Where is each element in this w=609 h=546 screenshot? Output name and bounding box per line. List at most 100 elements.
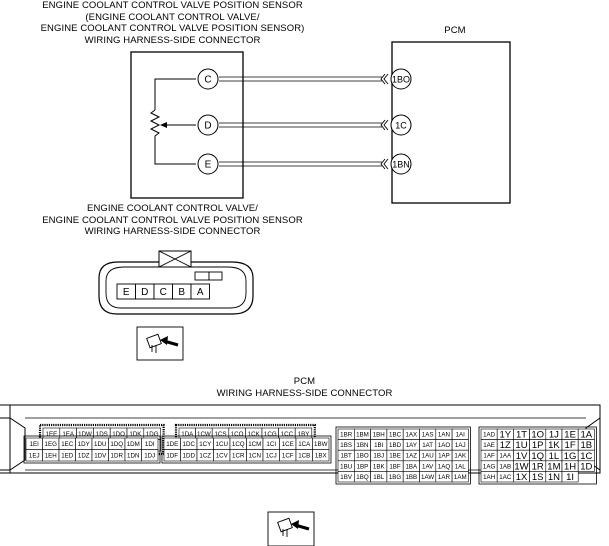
pcm-pin-label: 1AR <box>438 474 451 481</box>
pcm-pin-label: 1DV <box>94 452 107 459</box>
pcm-pin-label: 1EC <box>61 441 74 448</box>
sensor-title-line-1: ENGINE COOLANT CONTROL VALVE POSITION SE… <box>42 0 303 11</box>
pcm-pin-label: 1BF <box>389 463 401 470</box>
pcm-pin-label: 1AX <box>405 432 417 439</box>
pcm-pin-label: 1G <box>564 451 577 462</box>
sensor-connector-title: ENGINE COOLANT CONTROL VALVE POSITION SE… <box>0 0 345 46</box>
pcm-pin-label: 1AD <box>483 432 496 439</box>
pcm-pin-label: 1AU <box>422 453 434 460</box>
pcm-pin-label: 1BP <box>357 463 369 470</box>
pcm-pin-label: 1P <box>532 440 544 451</box>
pcm-pin-label: 1DO <box>112 431 125 438</box>
pcm-pin-label: 1EH <box>45 452 57 459</box>
pcm-pin-label: 1BU <box>340 463 352 470</box>
pcm-pin-label: 1R <box>532 461 544 472</box>
pcm-pin-label: 1DI <box>145 441 155 448</box>
pcm-pin-label: 1BI <box>374 442 384 449</box>
pcm-pin-label: 1DR <box>111 452 124 459</box>
pcm-pin-label: 1F <box>565 440 576 451</box>
pcm-pin-label: 1BO <box>356 453 369 460</box>
pcm-pin-label: 1CI <box>266 441 276 448</box>
pcm-pin-label: 1DE <box>166 441 178 448</box>
pcm-pin-label: 1BR <box>340 432 353 439</box>
pcm-pin-label: 1EJ <box>29 452 40 459</box>
sensor-box <box>130 51 244 199</box>
probe-direction-icon-2 <box>267 511 315 546</box>
valve-title-line-1: ENGINE COOLANT CONTROL VALVE/ <box>87 203 258 214</box>
pcm-pin-label: 1DC <box>183 441 196 448</box>
pcm-connector-title-line-2: WIRING HARNESS-SIDE CONNECTOR <box>216 387 393 399</box>
pcm-pin-label: 1O <box>531 430 544 441</box>
pcm-pin-label: 1CR <box>232 452 245 459</box>
pcm-pin-label: 1BC <box>389 432 402 439</box>
pcm-pin-label: 1CW <box>197 431 211 438</box>
pcm-pin-label: 1I <box>566 472 574 483</box>
pcm-pin-label: 1BB <box>405 474 417 481</box>
pcm-pin-label: 1CO <box>231 431 244 438</box>
pcm-pin-label: 1DD <box>183 452 196 459</box>
pcm-pin-label: 1AA <box>499 453 512 460</box>
pcm-pin-label: 1AY <box>406 442 417 449</box>
pcm-title: PCM <box>444 25 466 36</box>
pcm-pin-label: 1BD <box>389 442 402 449</box>
pcm-pin-label: 1DF <box>166 452 178 459</box>
pcm-pin-label: 1AI <box>456 432 466 439</box>
pcm-pin-label: 1A <box>580 430 592 441</box>
pcm-pin-label: 1DS <box>96 431 108 438</box>
pcm-pin-label: 1U <box>515 440 527 451</box>
pcm-pin-label: 1DZ <box>78 452 90 459</box>
pcm-pin-label: 1C <box>580 451 592 462</box>
pcm-pin-label: 1AW <box>421 474 434 481</box>
pcm-pin-label: 1AJ <box>455 442 466 449</box>
pcm-pin-cell <box>561 471 579 483</box>
pcm-pin-label: 1EG <box>45 441 58 448</box>
sensor-pin-c: C <box>197 68 219 90</box>
pcm-pin-label: 1BH <box>373 432 385 439</box>
pcm-connector: 1EE1EA1DW1DS1DO1DK1DG1EF1EB1DX1DT1DP1DL1… <box>0 404 601 485</box>
pcm-pin-label: 1EI <box>30 441 40 448</box>
pin-block-outline <box>335 426 471 485</box>
pcm-pin-label: 1DW <box>78 431 92 438</box>
pcm-pin-label: 1AO <box>438 442 451 449</box>
pcm-pin-label: 1CY <box>199 441 211 448</box>
valve-pin-label: E <box>123 287 130 298</box>
pcm-pin-label: 1BL <box>373 474 385 481</box>
potentiometer-arrow-icon <box>160 122 167 128</box>
pcm-pin-label: 1AG <box>483 463 496 470</box>
pcm-pin-label: 1AF <box>483 453 495 460</box>
probe-direction-icon <box>136 326 184 361</box>
pcm-pin-label: 1AK <box>454 453 467 460</box>
pcm-pin-1bn-label: 1BN <box>392 160 410 170</box>
pcm-pin-label: 1AH <box>483 474 495 481</box>
pcm-pin-label: 1BN <box>356 442 368 449</box>
pcm-pin-label: 1BA <box>405 463 418 470</box>
pcm-pin-label: 1B <box>580 440 592 451</box>
pcm-pin-label: 1AQ <box>438 463 451 470</box>
pcm-pin-cell <box>577 460 595 472</box>
pcm-pin-label: 1Q <box>531 451 544 462</box>
connector-chevrons <box>380 73 389 170</box>
harness-wires <box>219 76 382 167</box>
pin-block-outline <box>174 423 316 456</box>
pcm-pin-label: 1N <box>548 472 560 483</box>
pcm-pin-label: 1DJ <box>144 452 155 459</box>
pcm-pin-label: 1CJ <box>266 452 277 459</box>
pcm-pin-label: 1AT <box>422 442 433 449</box>
pcm-pin-label: 1CF <box>282 452 294 459</box>
sensor-pin-e: E <box>197 153 219 175</box>
pin-block-outline <box>161 435 332 464</box>
pcm-pin-label: 1DG <box>146 431 159 438</box>
pcm-pin-label: 1DK <box>129 431 142 438</box>
pcm-pin-label: 1BY <box>298 431 310 438</box>
pcm-pin-label: 1AE <box>483 442 495 449</box>
pcm-pin-label: 1DN <box>127 452 139 459</box>
valve-pin-label: D <box>141 287 148 298</box>
pcm-pin-label: 1BV <box>340 474 353 481</box>
pcm-connector-title-line-1: PCM <box>293 376 316 387</box>
pcm-pin-label: 1BX <box>315 452 327 459</box>
valve-connector-key-2 <box>208 271 223 281</box>
pcm-pin-label: 1DU <box>94 441 106 448</box>
pcm-pin-label: 1BE <box>389 453 401 460</box>
